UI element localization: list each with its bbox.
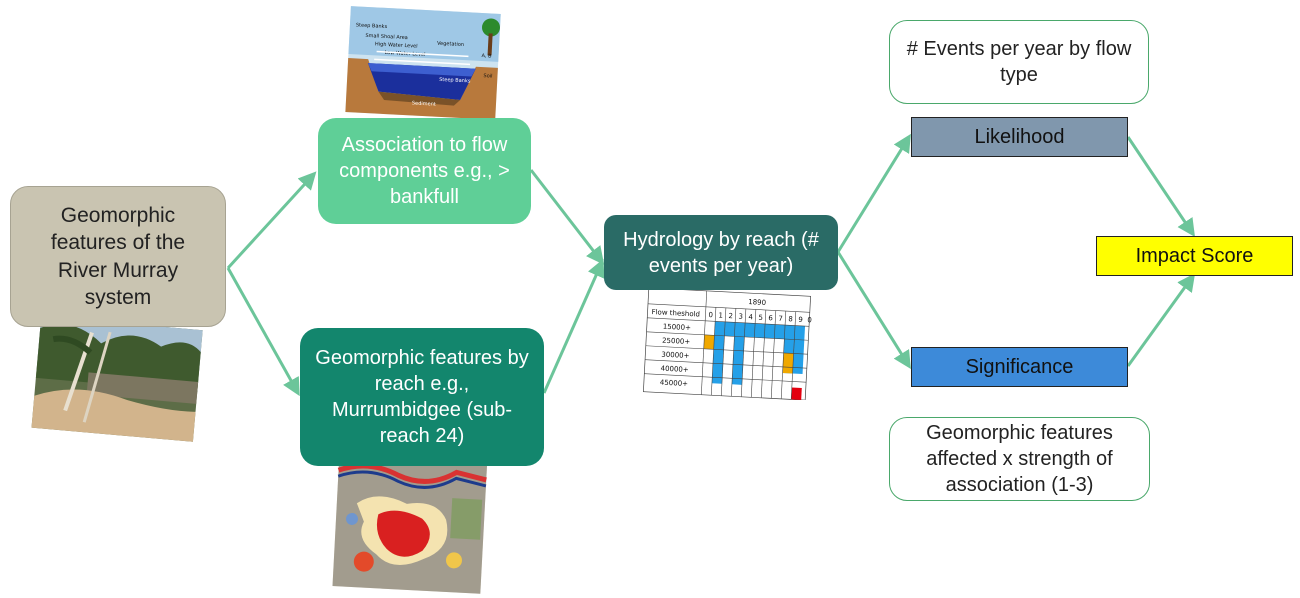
label-steep-banks-1: Steep Banks [356, 22, 388, 30]
table-row-label: 25000+ [662, 337, 691, 346]
table-digit: 0 [807, 316, 812, 324]
arrow-assoc-to-hydro [529, 169, 605, 265]
node-hydrology-text: Hydrology by reach (# events per year) [623, 228, 819, 277]
arrow-geo-to-assoc [226, 171, 317, 270]
label-vegetation: Vegetation [437, 41, 464, 48]
arrow-significance-to-impact [1126, 273, 1196, 367]
node-association-flow-components: Association to flow components e.g., > b… [318, 118, 531, 224]
label-steep-banks-2: Steep Banks [439, 77, 471, 85]
murrumbidgee-heatmap-image [332, 448, 488, 594]
label-sediment: Sediment [412, 100, 436, 107]
table-year: 1890 [748, 298, 766, 307]
label-soil: Soil [483, 73, 492, 79]
table-digit: 9 [798, 316, 803, 324]
table-digit: 8 [788, 315, 793, 323]
arrow-geo-to-reach [226, 267, 300, 397]
table-digit: 1 [718, 312, 723, 320]
table-digit: 6 [768, 314, 773, 322]
node-likelihood-text: Likelihood [974, 126, 1065, 148]
node-features-affected-text: Geomorphic features affected x strength … [926, 422, 1113, 496]
node-association-text: Association to flow components e.g., > b… [339, 134, 510, 208]
table-digit: 5 [758, 314, 763, 322]
label-small-shoal: Small Shoal Area [365, 33, 408, 41]
node-impact-score: Impact Score [1096, 236, 1293, 276]
node-events-per-year: # Events per year by flow type [889, 20, 1149, 104]
table-row-label: 30000+ [661, 351, 690, 360]
arrow-likelihood-to-impact [1126, 136, 1196, 237]
arrow-reach-to-hydro [542, 258, 605, 394]
flow-threshold-table: Flow theshold 1890 0 1 2 3 4 5 6 7 8 9 0… [643, 288, 812, 400]
river-cross-section-image: Steep Banks Small Shoal Area High Water … [345, 6, 501, 120]
table-row-label: 15000+ [663, 323, 692, 332]
table-digit: 4 [748, 313, 753, 321]
node-significance-text: Significance [965, 356, 1074, 378]
table-digit: 2 [728, 312, 733, 320]
node-significance: Significance [911, 347, 1128, 387]
river-photo [31, 316, 203, 442]
arrow-hydro-to-likelihood [836, 133, 911, 253]
label-ab: A, B [481, 53, 492, 60]
node-features-by-reach: Geomorphic features by reach e.g., Murru… [300, 328, 544, 466]
node-likelihood: Likelihood [911, 117, 1128, 157]
table-digit: 3 [738, 313, 743, 321]
node-features-by-reach-text: Geomorphic features by reach e.g., Murru… [315, 347, 529, 447]
label-low-water: Low Water Level [384, 50, 425, 58]
node-events-text: # Events per year by flow type [906, 38, 1132, 86]
table-row-label: 40000+ [660, 365, 689, 374]
node-geomorphic-features: Geomorphic features of the River Murray … [10, 186, 226, 327]
table-digit: 7 [778, 315, 783, 323]
table-row-label: 45000+ [660, 379, 689, 388]
node-features-affected: Geomorphic features affected x strength … [889, 417, 1150, 501]
table-header-label: Flow theshold [651, 308, 700, 319]
node-impact-score-text: Impact Score [1135, 245, 1254, 267]
table-digit: 0 [708, 311, 713, 319]
node-hydrology-by-reach: Hydrology by reach (# events per year) [604, 215, 838, 290]
node-geomorphic-features-text: Geomorphic features of the River Murray … [50, 203, 186, 309]
label-high-water: High Water Level [375, 41, 418, 49]
arrow-hydro-to-significance [836, 251, 911, 370]
